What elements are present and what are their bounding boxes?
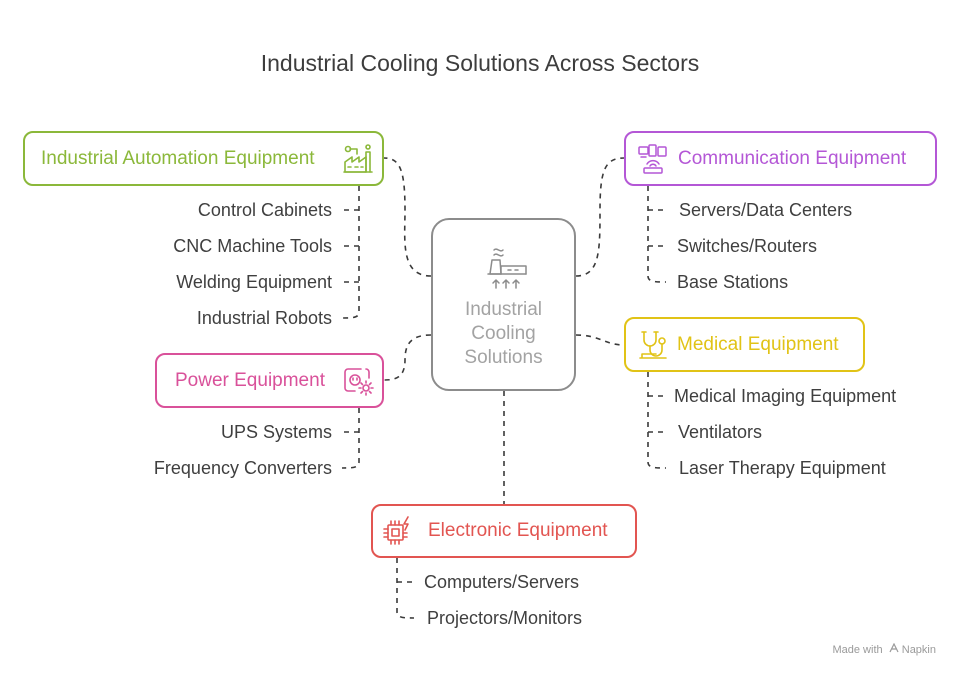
power-settings-icon bbox=[344, 367, 374, 396]
category-power: Power Equipment bbox=[155, 353, 384, 408]
category-communication: Communication Equipment bbox=[624, 131, 937, 186]
ticks-communication bbox=[648, 209, 666, 247]
category-electronic: Electronic Equipment bbox=[371, 504, 637, 558]
network-devices-icon bbox=[638, 143, 667, 174]
category-automation: Industrial Automation Equipment bbox=[23, 131, 384, 186]
napkin-watermark: Made with Napkin bbox=[832, 642, 936, 656]
category-medical: Medical Equipment bbox=[624, 317, 865, 372]
electronic-item-2: Projectors/Monitors bbox=[427, 608, 583, 628]
center-node: Industrial Cooling Solutions bbox=[431, 218, 576, 391]
connector-automation bbox=[383, 157, 432, 277]
category-power-label: Power Equipment bbox=[175, 369, 325, 391]
diagram-title: Industrial Cooling Solutions Across Sect… bbox=[260, 50, 700, 76]
ticks-automation bbox=[342, 209, 359, 283]
stethoscope-icon bbox=[639, 330, 667, 359]
connector-power bbox=[383, 334, 432, 381]
ticks-medical bbox=[648, 395, 666, 433]
automation-item-1: Control Cabinets bbox=[197, 200, 332, 220]
power-item-1: UPS Systems bbox=[220, 422, 332, 442]
watermark-text: Made with bbox=[832, 644, 883, 656]
medical-item-1: Medical Imaging Equipment bbox=[674, 386, 897, 406]
category-medical-label: Medical Equipment bbox=[677, 333, 839, 355]
connector-communication bbox=[575, 157, 625, 277]
bracket-medical bbox=[647, 372, 667, 469]
bracket-automation bbox=[341, 186, 360, 319]
watermark-brand: Napkin bbox=[901, 644, 936, 656]
automation-item-3: Welding Equipment bbox=[176, 272, 332, 292]
category-communication-label: Communication Equipment bbox=[678, 147, 907, 169]
chip-icon bbox=[383, 516, 409, 545]
bracket-communication bbox=[647, 186, 667, 283]
electronic-item-1: Computers/Servers bbox=[424, 572, 580, 592]
automation-item-2: CNC Machine Tools bbox=[173, 236, 332, 256]
category-automation-label: Industrial Automation Equipment bbox=[41, 147, 315, 169]
communication-item-1: Servers/Data Centers bbox=[679, 200, 853, 220]
factory-icon bbox=[343, 143, 373, 173]
bracket-electronic bbox=[396, 558, 415, 619]
category-electronic-label: Electronic Equipment bbox=[428, 520, 608, 541]
bracket-power bbox=[341, 408, 360, 469]
center-label: Industrial Cooling Solutions bbox=[464, 299, 543, 368]
napkin-logo-icon bbox=[889, 642, 899, 656]
connector-medical bbox=[575, 334, 625, 346]
power-item-2: Frequency Converters bbox=[153, 458, 332, 478]
factory-cooling-icon bbox=[487, 248, 527, 289]
communication-item-3: Base Stations bbox=[677, 272, 789, 292]
automation-item-4: Industrial Robots bbox=[196, 308, 332, 328]
communication-item-2: Switches/Routers bbox=[677, 236, 818, 256]
medical-item-2: Ventilators bbox=[678, 422, 763, 442]
medical-item-3: Laser Therapy Equipment bbox=[679, 458, 886, 478]
